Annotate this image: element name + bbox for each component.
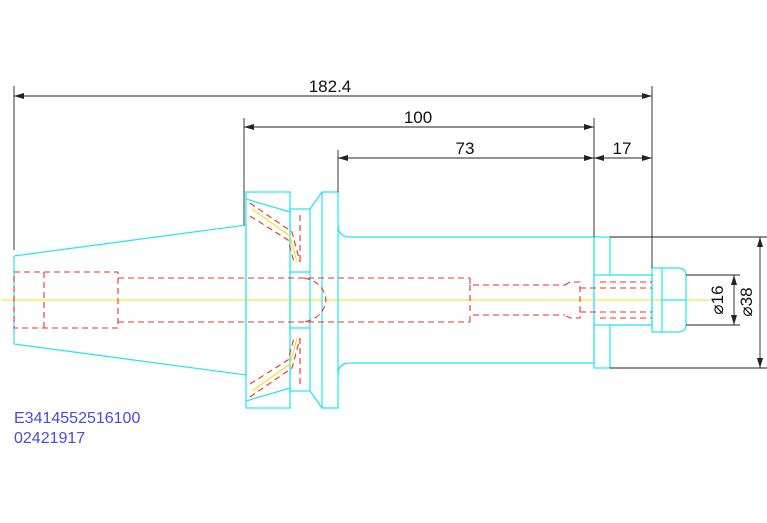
dim-gauge-length: 100 (404, 108, 432, 127)
slot-lines (251, 208, 298, 392)
hidden-lines (13, 202, 652, 398)
dim-body-length: 73 (456, 139, 475, 158)
part-code-line1: E3414552516100 (14, 410, 140, 427)
part-code-line2: 02421917 (14, 430, 85, 447)
outline (13, 191, 687, 409)
dim-nose-diameter: ⌀38 (737, 287, 756, 316)
dim-overall-length: 182.4 (309, 77, 352, 96)
dim-nose-length: 17 (613, 139, 632, 158)
dim-bore-diameter: ⌀16 (708, 285, 727, 314)
dimension-lines (13, 86, 767, 369)
